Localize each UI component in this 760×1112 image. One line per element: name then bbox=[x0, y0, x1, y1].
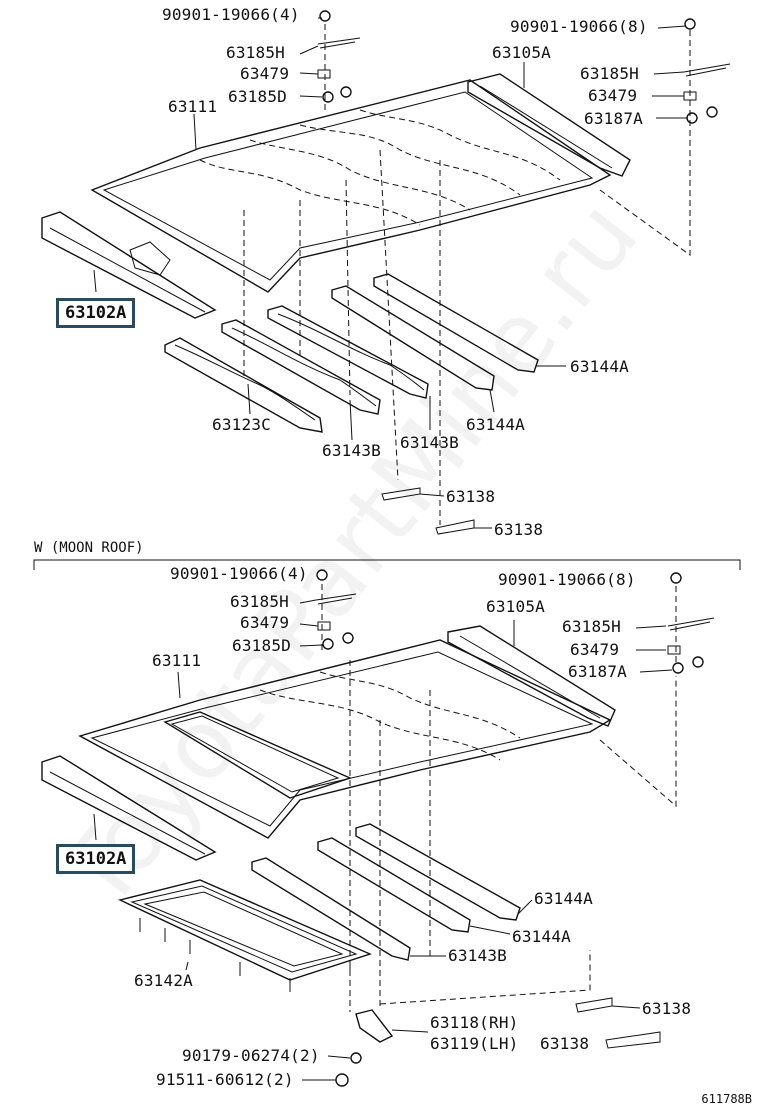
label-rail-rear-bottom: 63105A bbox=[486, 597, 545, 616]
label-clip-h-left-top: 63185H bbox=[226, 43, 285, 62]
section-title: W (MOON ROOF) bbox=[34, 540, 144, 556]
label-nut-left-bottom: 63479 bbox=[240, 613, 290, 632]
label-bow-b2-top: 63143B bbox=[400, 433, 459, 452]
bow-63143b-bottom bbox=[251, 857, 411, 961]
label-bow-a1-bottom: 63144A bbox=[534, 889, 593, 908]
label-nut-right-bottom: 63479 bbox=[570, 640, 620, 659]
bow-63144a-2 bbox=[373, 273, 539, 373]
label-bow-a2-bottom: 63144A bbox=[512, 927, 571, 946]
label-bow-b1-top: 63143B bbox=[322, 441, 381, 460]
label-bracket2-top: 63138 bbox=[494, 520, 544, 539]
top-assembly bbox=[41, 10, 731, 535]
bow-63143b-1 bbox=[221, 319, 381, 415]
label-bracket-rh: 63118(RH) bbox=[430, 1013, 519, 1032]
rear-rail-top bbox=[467, 73, 631, 177]
label-roof-panel-bottom: 63111 bbox=[152, 651, 202, 670]
label-front-rail-bottom: 63102A bbox=[56, 844, 136, 874]
label-bolt-right-top: 90901-19066(8) bbox=[510, 17, 648, 36]
label-bow-c-top: 63123C bbox=[212, 415, 271, 434]
bow-63144a-bottom-2 bbox=[355, 823, 521, 921]
roof-panel-bottom bbox=[78, 639, 612, 839]
label-clip-h-right-bottom: 63185H bbox=[562, 617, 621, 636]
label-bracket-lh: 63119(LH) bbox=[430, 1034, 519, 1053]
section-divider bbox=[33, 559, 741, 570]
label-screw2: 91511-60612(2) bbox=[156, 1070, 294, 1089]
label-bolt-right-bottom: 90901-19066(8) bbox=[498, 570, 636, 589]
bow-63123c bbox=[164, 337, 323, 433]
label-clip-a-bottom: 63187A bbox=[568, 662, 627, 681]
label-bracket1-bottom: 63138 bbox=[642, 999, 692, 1018]
label-bolt-left-bottom: 90901-19066(4) bbox=[170, 564, 308, 583]
bracket-63118 bbox=[355, 1009, 394, 1043]
label-housing-bottom: 63142A bbox=[134, 971, 193, 990]
rear-rail-bottom bbox=[447, 625, 616, 727]
bow-63144a-bottom-1 bbox=[317, 837, 471, 933]
label-clip-d-top: 63185D bbox=[228, 87, 287, 106]
sunroof-housing bbox=[117, 879, 372, 981]
roof-panel-top bbox=[90, 79, 612, 293]
bottom-assembly bbox=[41, 569, 715, 1087]
label-nut-right-top: 63479 bbox=[588, 86, 638, 105]
label-bracket1-top: 63138 bbox=[446, 487, 496, 506]
label-bow-b-bottom: 63143B bbox=[448, 946, 507, 965]
label-clip-a-top: 63187A bbox=[584, 109, 643, 128]
sunroof-opening bbox=[163, 711, 352, 799]
front-rail-bottom bbox=[41, 755, 217, 861]
front-rail-top bbox=[41, 211, 217, 319]
label-clip-h-left-bottom: 63185H bbox=[230, 592, 289, 611]
label-bolt-left-top: 90901-19066(4) bbox=[162, 5, 300, 24]
label-roof-panel-top: 63111 bbox=[168, 97, 218, 116]
label-nut-left-top: 63479 bbox=[240, 64, 290, 83]
label-bracket2-bottom: 63138 bbox=[540, 1034, 590, 1053]
label-clip-h-right-top: 63185H bbox=[580, 64, 639, 83]
label-front-rail-top: 63102A bbox=[56, 298, 136, 328]
label-clip-d-bottom: 63185D bbox=[232, 636, 291, 655]
bow-63144a-1 bbox=[331, 285, 495, 391]
label-rail-rear-top: 63105A bbox=[492, 43, 551, 62]
label-bow-a1-top: 63144A bbox=[570, 357, 629, 376]
label-screw1: 90179-06274(2) bbox=[182, 1046, 320, 1065]
drawing-code: 611788B bbox=[701, 1092, 752, 1106]
bow-63143b-2 bbox=[267, 305, 429, 399]
label-bow-a2-top: 63144A bbox=[466, 415, 525, 434]
